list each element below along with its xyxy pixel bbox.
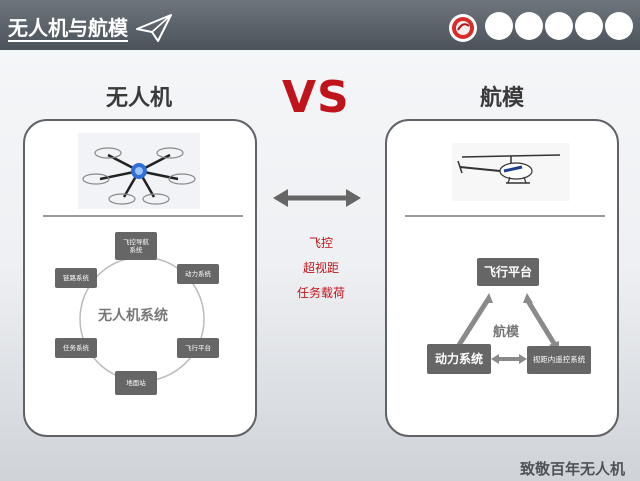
model-aircraft-center-label: 航模 [493,325,520,340]
node-link-system: 链路系统 [55,268,97,288]
rc-helicopter-icon [457,154,561,184]
triangle-arrows [456,293,559,364]
nav-dot-5[interactable] [605,12,633,40]
node-flight-control-nav: 飞控导航 系统 [115,232,157,260]
hexacopter-drone-icon [82,147,196,205]
header-title: 无人机与航模 [8,16,128,42]
node-power-system-right: 动力系统 [427,344,491,374]
helicopter-photo [452,143,570,201]
vs-label: VS [282,72,350,123]
node-mission-system: 任务系统 [55,338,97,358]
right-divider [405,215,605,217]
node-remote-control-system: 视距内遥控系统 [527,346,591,374]
middle-item-beyond-visual-range: 超视距 [302,261,339,275]
nav-dot-4[interactable] [575,12,603,40]
left-title: 无人机 [106,86,173,111]
drone-photo [78,133,200,209]
nav-dot-1[interactable] [485,12,513,40]
left-divider [43,215,243,217]
logo-badge-icon [449,14,477,42]
footer-slogan: 致敬百年无人机 [520,460,626,478]
header-bar: 无人机与航模 [0,0,640,50]
node-flight-platform-right: 飞行平台 [477,258,539,286]
right-title: 航模 [480,86,525,111]
middle-item-flight-control: 飞控 [308,236,333,250]
node-ground-station: 地面站 [115,371,157,395]
node-power-system: 动力系统 [177,264,219,284]
middle-item-mission-payload: 任务载荷 [296,286,345,300]
right-panel: 飞行平台 航模 动力系统 视距内遥控系统 [385,119,619,437]
uav-system-label: 无人机系统 [98,308,168,324]
double-arrow-icon [273,189,361,207]
left-panel: 飞控导航 系统 动力系统 飞行平台 地面站 任务系统 链路系统 无人机系统 [23,119,257,437]
paper-plane-icon [136,14,172,42]
node-flight-platform: 飞行平台 [177,338,219,358]
nav-dot-2[interactable] [515,12,543,40]
nav-dot-3[interactable] [545,12,573,40]
